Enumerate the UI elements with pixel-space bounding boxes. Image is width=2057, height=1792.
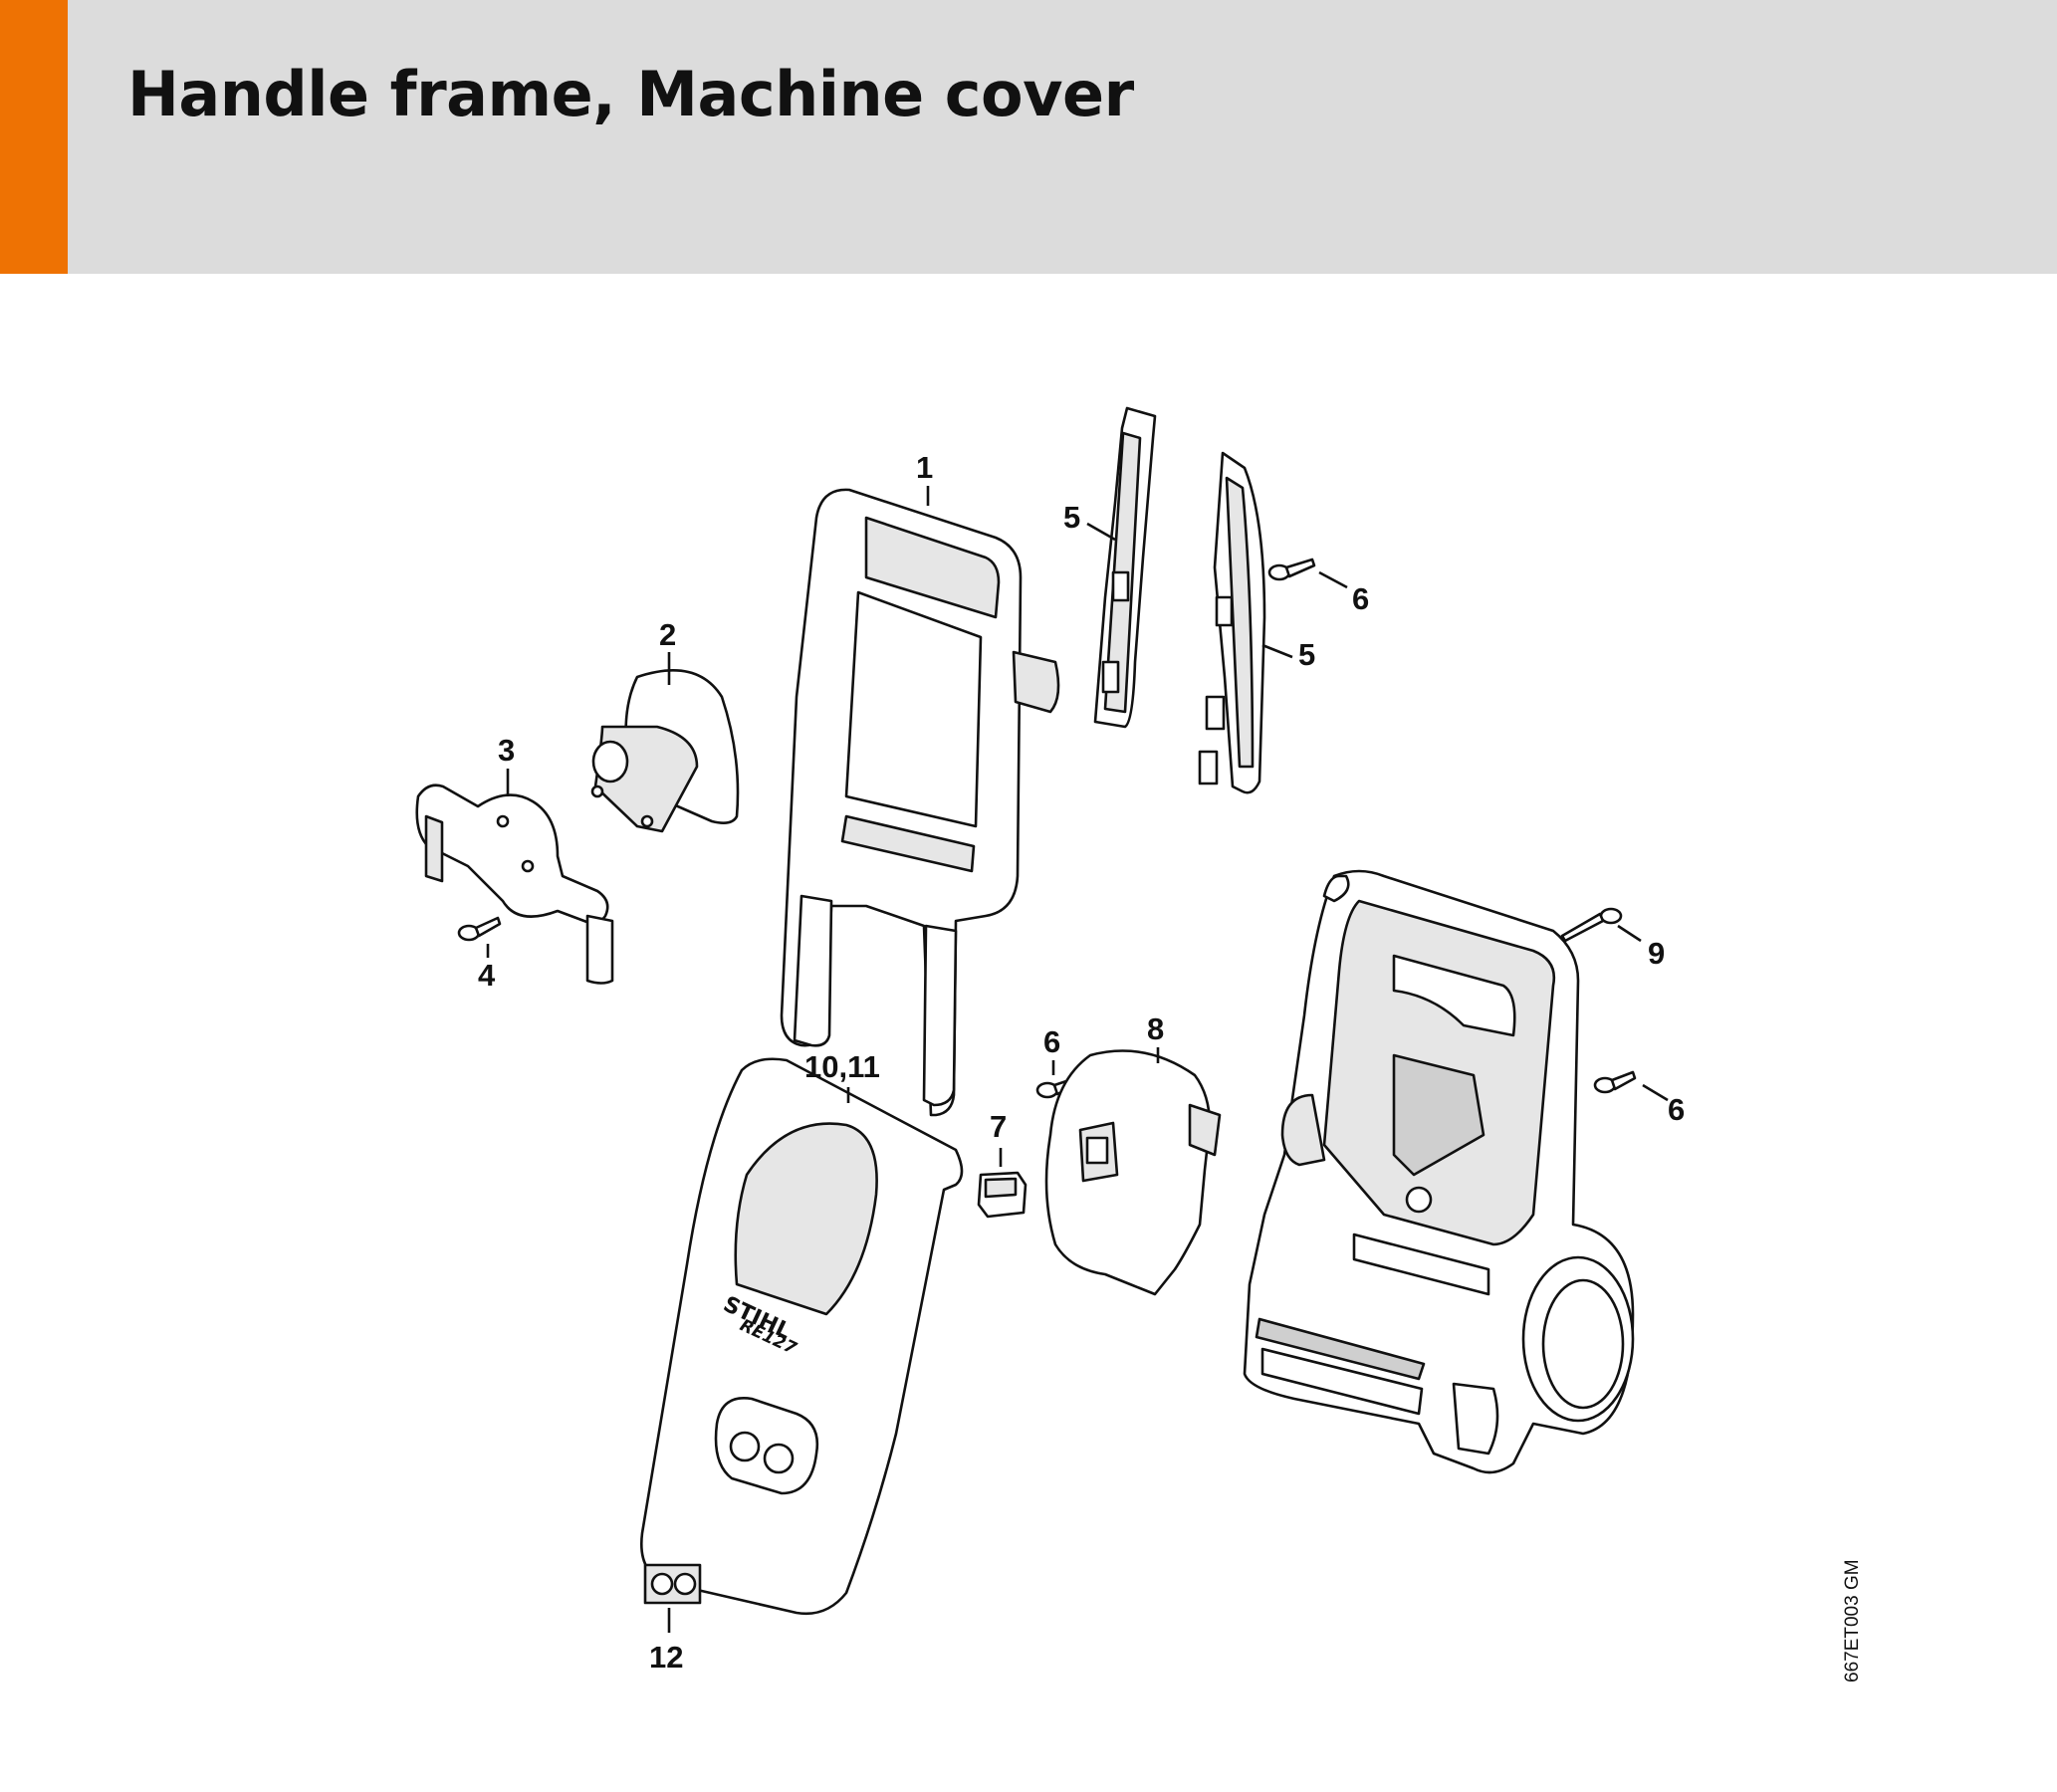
callout-9: 9 bbox=[1648, 936, 1665, 971]
callout-3: 3 bbox=[498, 733, 515, 768]
callout-1: 1 bbox=[916, 450, 933, 485]
part-machine-housing[interactable] bbox=[1243, 869, 1635, 1474]
page-title: Handle frame, Machine cover bbox=[127, 58, 1134, 130]
callout-8: 8 bbox=[1147, 1011, 1164, 1046]
part-motor-cover-8[interactable] bbox=[1044, 1049, 1222, 1296]
part-handle-frame[interactable] bbox=[780, 488, 1060, 1117]
callout-10-11: 10,11 bbox=[804, 1049, 880, 1084]
callout-12: 12 bbox=[649, 1640, 683, 1675]
callout-2: 2 bbox=[659, 617, 676, 652]
part-handle-insert-5b[interactable] bbox=[1198, 451, 1266, 794]
header-band: Handle frame, Machine cover bbox=[0, 0, 2057, 274]
part-holder-2[interactable] bbox=[590, 669, 740, 833]
callout-6a: 6 bbox=[1352, 581, 1369, 616]
part-screw-6c[interactable] bbox=[1593, 1070, 1637, 1094]
part-hose-holder-3[interactable] bbox=[415, 784, 614, 985]
part-switch-7[interactable] bbox=[977, 1171, 1028, 1219]
callouts: 1 2 3 4 5 5 6 6 6 7 8 9 10,11 12 bbox=[478, 450, 1685, 1675]
callout-5b: 5 bbox=[1298, 637, 1315, 672]
callout-7: 7 bbox=[990, 1109, 1007, 1144]
leader-lines bbox=[486, 486, 1669, 1633]
part-screw-4[interactable] bbox=[457, 916, 502, 942]
callout-5a: 5 bbox=[1063, 500, 1080, 535]
part-front-cover-10-11[interactable]: STIHL RE127 bbox=[640, 1057, 964, 1616]
callout-6c: 6 bbox=[1668, 1092, 1685, 1127]
part-label-plate-12[interactable] bbox=[643, 1563, 702, 1605]
callout-4: 4 bbox=[478, 958, 496, 993]
part-screw-6a[interactable] bbox=[1267, 558, 1316, 581]
accent-bar bbox=[0, 0, 68, 274]
callout-6b: 6 bbox=[1043, 1024, 1060, 1059]
part-handle-insert-5a[interactable] bbox=[1093, 406, 1157, 729]
drawing-number: 667ET003 GM bbox=[1842, 1559, 1863, 1682]
part-screw-9[interactable] bbox=[1560, 907, 1623, 943]
